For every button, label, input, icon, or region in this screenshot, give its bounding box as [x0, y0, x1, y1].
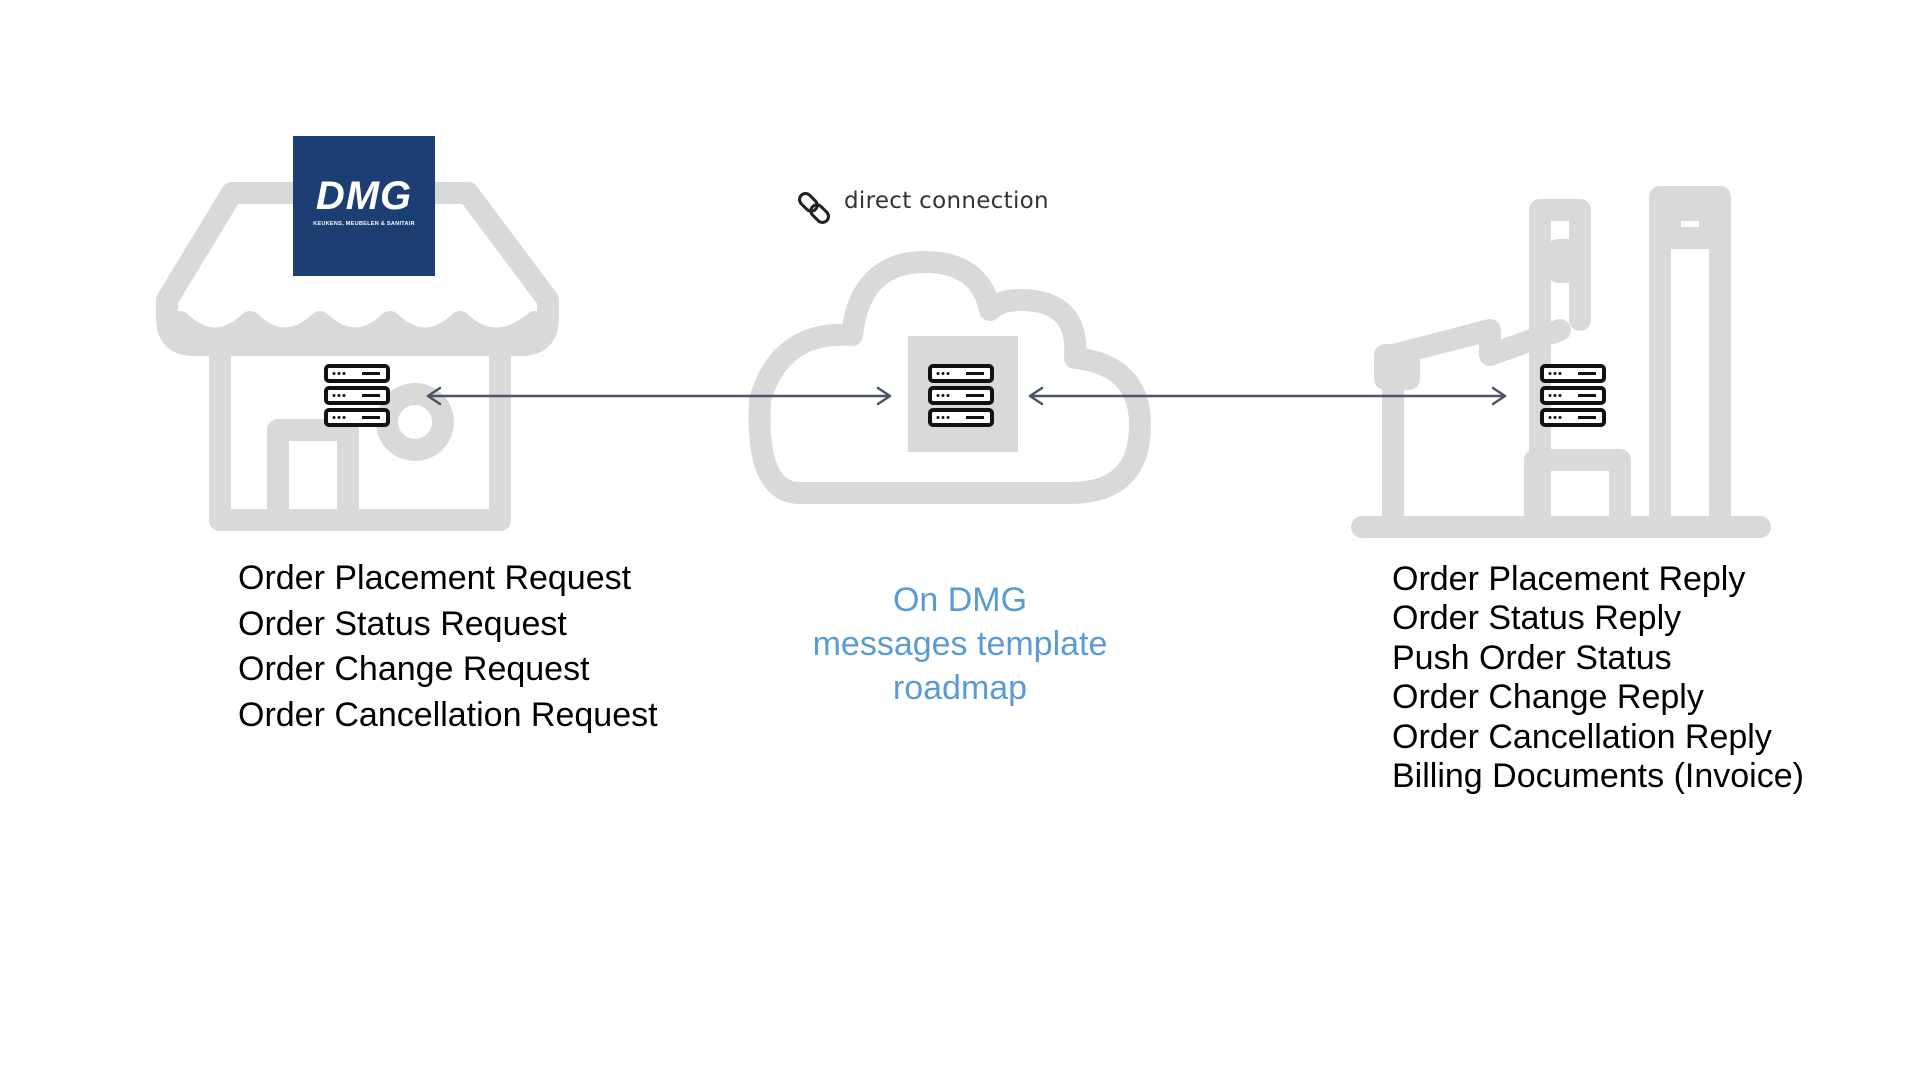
list-item: Order Status Request	[238, 604, 567, 643]
list-item: Order Change Reply	[1392, 678, 1704, 717]
link-icon	[798, 192, 830, 224]
list-item: Order Change Request	[238, 650, 590, 688]
list-item: Billing Documents (Invoice)	[1392, 757, 1804, 796]
arrow-left-center	[426, 386, 892, 406]
logo-tagline: KEUKENS, MEUBELEN & SANITAIR	[313, 221, 415, 227]
reply-list: Order Placement Reply Order Status Reply…	[1392, 560, 1804, 796]
arrow-center-right	[1028, 386, 1507, 406]
shop-icon	[156, 182, 559, 531]
logo-brand: DMG	[315, 174, 413, 218]
list-item: Push Order Status	[1392, 638, 1672, 677]
server-icon	[928, 364, 994, 427]
dmg-logo: DMG KEUKENS, MEUBELEN & SANITAIR	[293, 136, 435, 276]
roadmap-line: messages template	[812, 625, 1108, 663]
server-icon	[324, 364, 390, 427]
list-item: Order Cancellation Reply	[1392, 717, 1772, 756]
list-item: Order Status Reply	[1392, 599, 1682, 638]
request-list: Order Placement Request Order Status Req…	[238, 556, 658, 738]
roadmap-line: On DMG	[892, 581, 1028, 619]
roadmap-note: On DMG messages template roadmap	[760, 578, 1160, 710]
server-icon	[1540, 364, 1606, 427]
list-item: Order Placement Request	[238, 559, 632, 597]
list-item: Order Placement Reply	[1392, 560, 1746, 598]
list-item: Order Cancellation Request	[238, 695, 658, 734]
roadmap-line: roadmap	[892, 669, 1028, 707]
factory-icon	[1351, 186, 1771, 538]
connection-label: direct connection	[844, 188, 1049, 214]
